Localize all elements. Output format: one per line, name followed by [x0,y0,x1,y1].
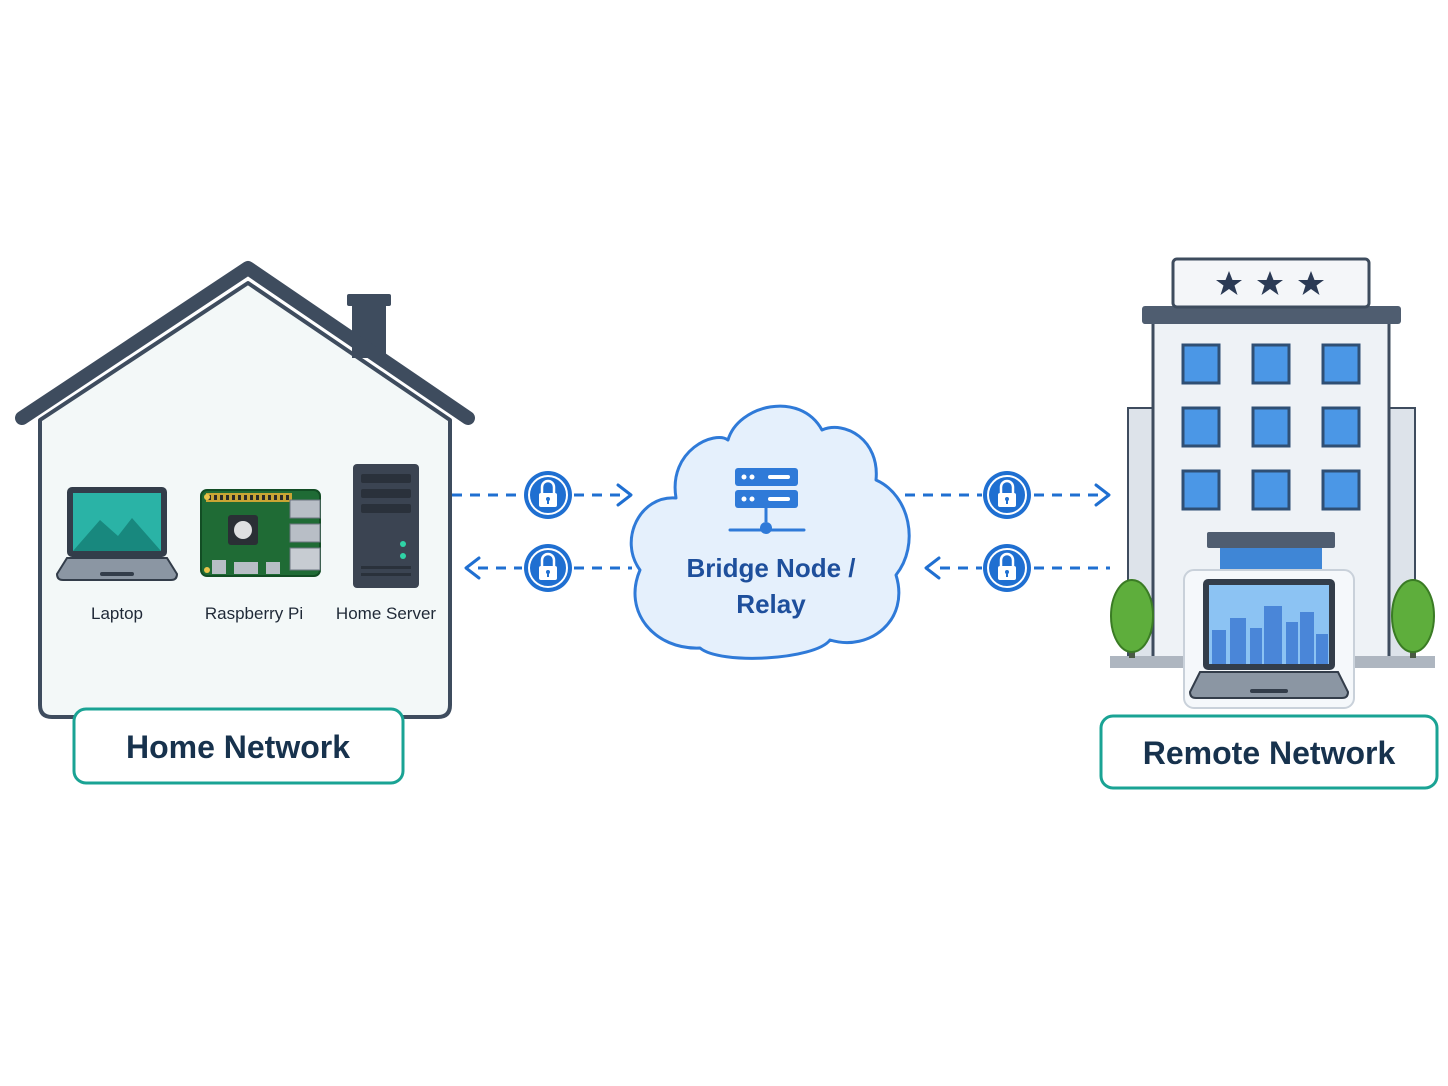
relay-to-home-link [464,544,632,592]
home-network-title: Home Network [126,729,350,765]
lock-icon [524,544,572,592]
relay-label-line2: Relay [736,589,806,619]
tree-icon [1110,579,1154,658]
home-network-group: Laptop Raspberry Pi [15,261,475,785]
remote-network-title: Remote Network [1143,735,1396,771]
remote-network-group: Remote Network [1099,257,1439,790]
remote-to-relay-link [924,544,1110,592]
server-tower-icon [353,464,419,588]
relay-label-line1: Bridge Node / [686,553,855,583]
server-rack-icon [728,468,806,534]
bridge-relay-group: Bridge Node / Relay [629,404,911,660]
relay-to-remote-link [905,471,1111,519]
laptop-label: Laptop [91,604,143,623]
lock-icon [983,471,1031,519]
raspberry-pi-icon [200,489,321,577]
remote-network-label-box [1099,714,1439,790]
home-server-label: Home Server [336,604,436,623]
home-network-label-box [72,707,405,785]
lock-icon [524,471,572,519]
laptop-icon [1183,569,1355,709]
lock-icon [983,544,1031,592]
raspberry-pi-label: Raspberry Pi [205,604,303,623]
laptop-icon [55,487,179,581]
home-to-relay-link [452,471,633,519]
tree-icon [1391,579,1435,658]
